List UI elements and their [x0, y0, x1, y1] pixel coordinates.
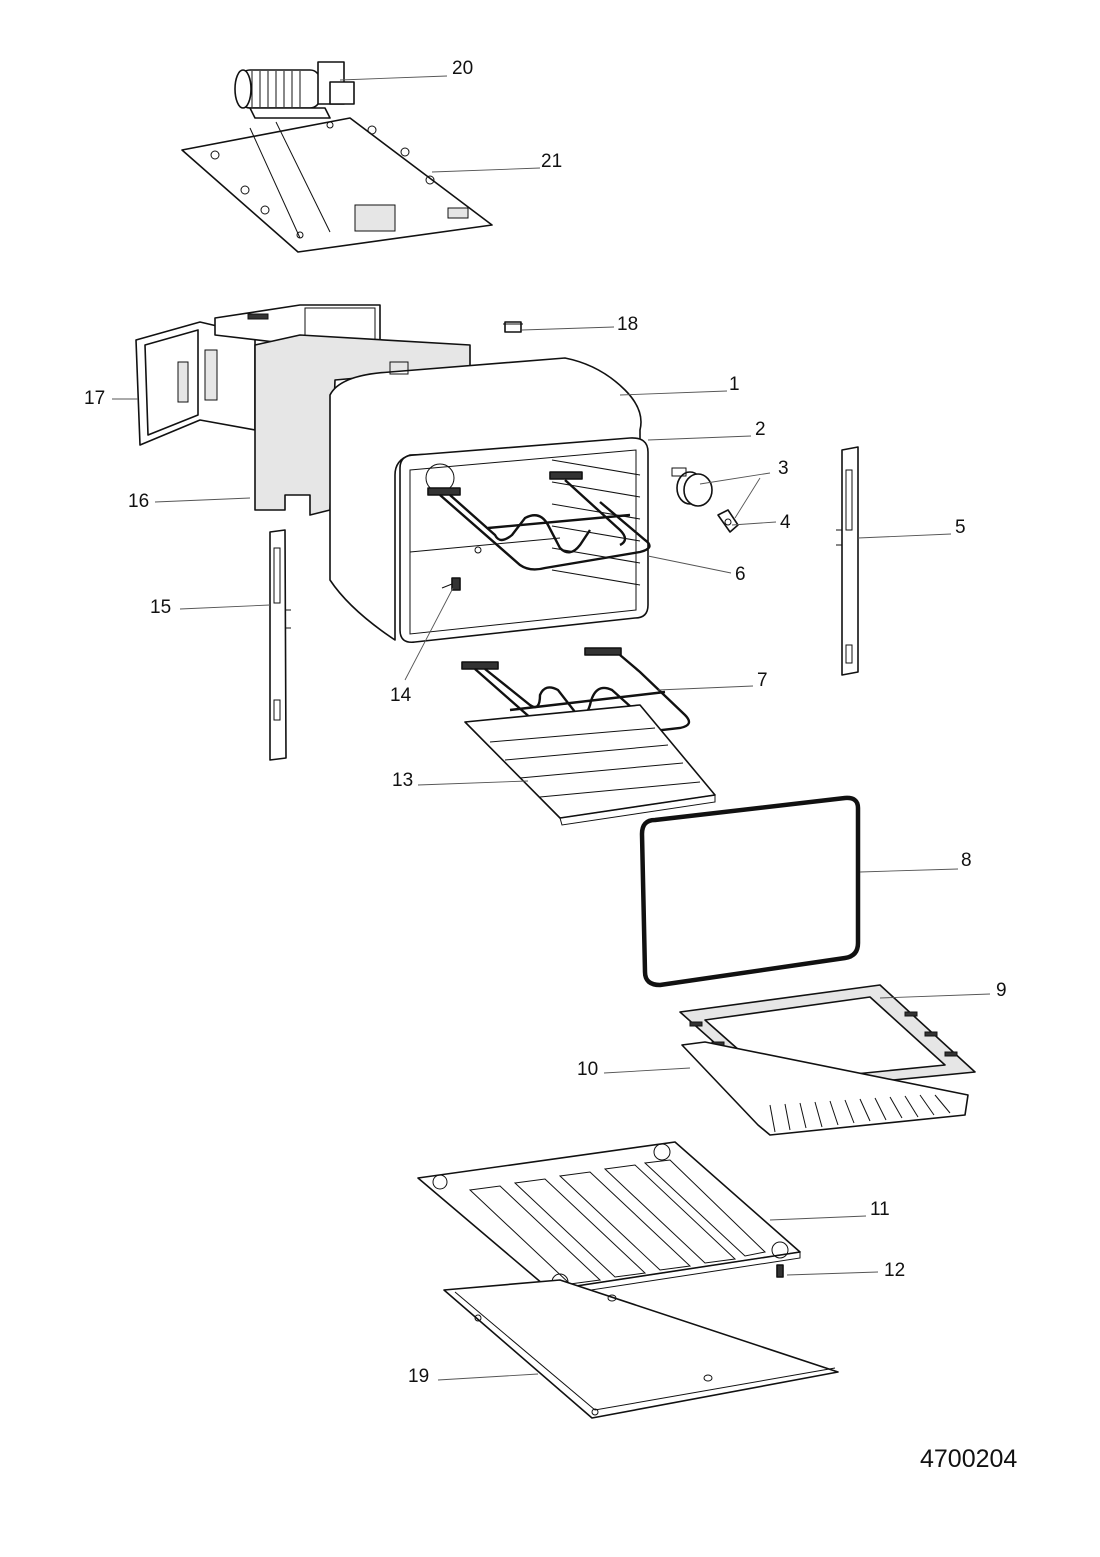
callout-2: 2: [755, 419, 766, 440]
part-8-door-gasket: [639, 795, 861, 988]
callout-19: 19: [408, 1366, 429, 1387]
part-19-bottom-sheet: [443, 1279, 839, 1419]
part-21-top-cover-plate: [181, 117, 493, 253]
callout-9: 9: [996, 980, 1007, 1001]
callout-6: 6: [735, 564, 746, 585]
part-2-oven-cavity: [399, 437, 649, 644]
callout-16: 16: [128, 491, 149, 512]
part-6-upper-heating-element: [427, 471, 651, 571]
part-15-left-side-rail: [269, 529, 291, 761]
document-number: 4700204: [920, 1445, 1017, 1473]
part-18-clip: [503, 321, 523, 333]
part-4-lamp-cover: [717, 509, 739, 533]
part-3-lamp-holder: [671, 467, 713, 507]
part-10-wire-shelf: [681, 1041, 969, 1136]
callout-5: 5: [955, 517, 966, 538]
callout-21: 21: [541, 151, 562, 172]
part-13-bottom-tray: [464, 704, 716, 826]
callout-7: 7: [757, 670, 768, 691]
callout-10: 10: [577, 1059, 598, 1080]
callout-8: 8: [961, 850, 972, 871]
callout-17: 17: [84, 388, 105, 409]
part-11-base-panel: [417, 1141, 801, 1297]
callout-20: 20: [452, 58, 473, 79]
part-20-fan-motor: [234, 61, 355, 119]
part-16-insulation: [254, 334, 471, 516]
part-1-oven-shell: [329, 357, 642, 641]
part-14-sensor-clip: [441, 577, 461, 591]
callout-15: 15: [150, 597, 171, 618]
callout-3: 3: [778, 458, 789, 479]
callout-4: 4: [780, 512, 791, 533]
callout-18: 18: [617, 314, 638, 335]
part-12-screw: [776, 1264, 784, 1278]
callout-11: 11: [870, 1199, 890, 1220]
callout-12: 12: [884, 1260, 905, 1281]
callout-1: 1: [729, 374, 740, 395]
leader-lines: [112, 75, 991, 1381]
callout-labels: 20 21 18 1 2 3 4 5 6 7 8 9 10 11 12 13 1…: [84, 58, 1007, 1387]
callout-13: 13: [392, 770, 413, 791]
part-5-right-side-rail: [836, 446, 859, 676]
callout-14: 14: [390, 685, 412, 706]
